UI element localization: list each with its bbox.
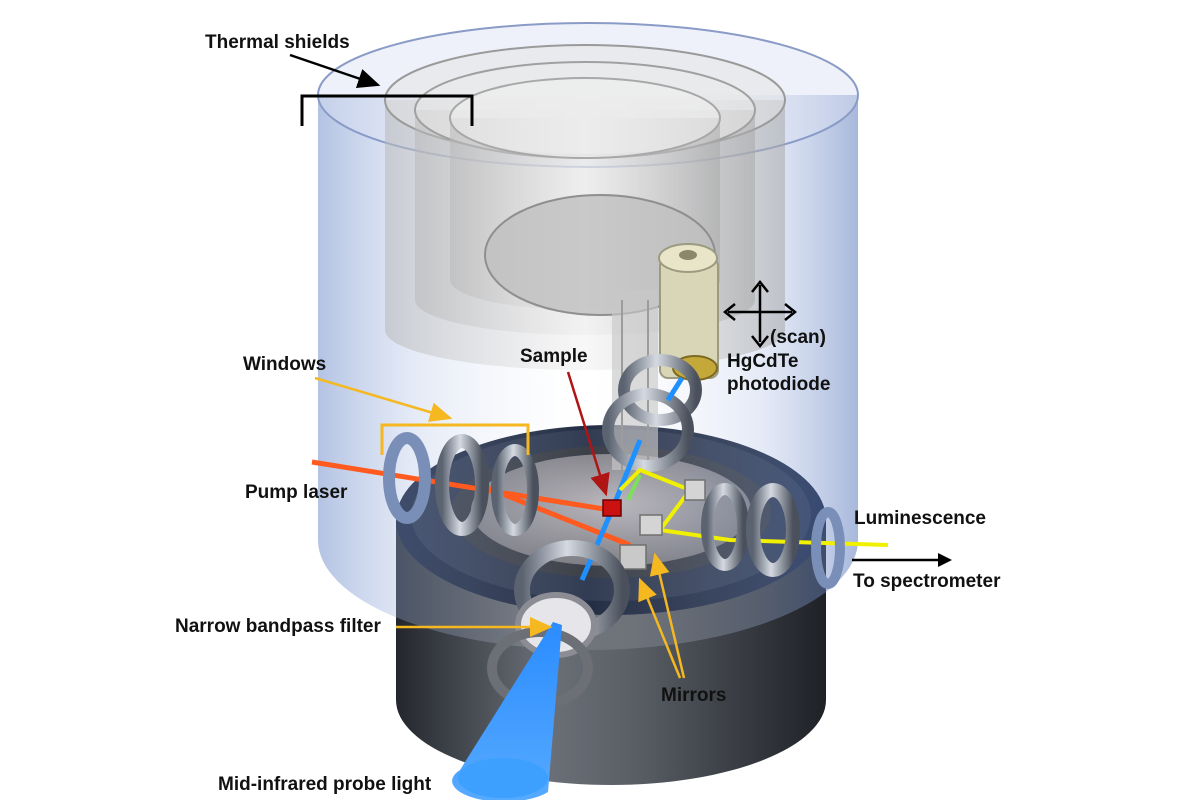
narrow-bandpass-filter-label: Narrow bandpass filter: [175, 616, 381, 637]
photodiode-label-line2: photodiode: [727, 374, 830, 395]
pump-windows: [383, 432, 539, 536]
luminescence-label: Luminescence: [854, 508, 986, 529]
scan-label: (scan): [770, 327, 826, 348]
sample-pointer: [566, 371, 610, 497]
thermal-shields-label: Thermal shields: [205, 32, 350, 53]
inner-optics: [602, 354, 702, 472]
pump-laser-label: Pump laser: [245, 482, 348, 503]
output-windows: [701, 483, 845, 589]
probe-light-cone-base: [458, 758, 548, 798]
pump-laser-beam: [311, 459, 631, 548]
right-arrow-icon: [852, 553, 952, 567]
sample-label: Sample: [520, 346, 588, 367]
thermal-shields-annotation: [289, 53, 474, 126]
mirrors: [619, 479, 706, 570]
four-way-arrow-icon: [722, 279, 798, 349]
mirrors-label: Mirrors: [661, 685, 726, 706]
cold-finger: [612, 290, 658, 470]
to-spectrometer-label: To spectrometer: [853, 571, 1001, 592]
windows-label: Windows: [243, 354, 326, 375]
photodiode-label-line1: HgCdTe: [727, 351, 798, 372]
sample: [602, 499, 622, 517]
mirrors-pointers: [638, 552, 686, 679]
probe-light-cone: [452, 622, 562, 800]
windows-annotation: [314, 376, 530, 455]
probe-light-label: Mid-infrared probe light: [218, 774, 432, 795]
